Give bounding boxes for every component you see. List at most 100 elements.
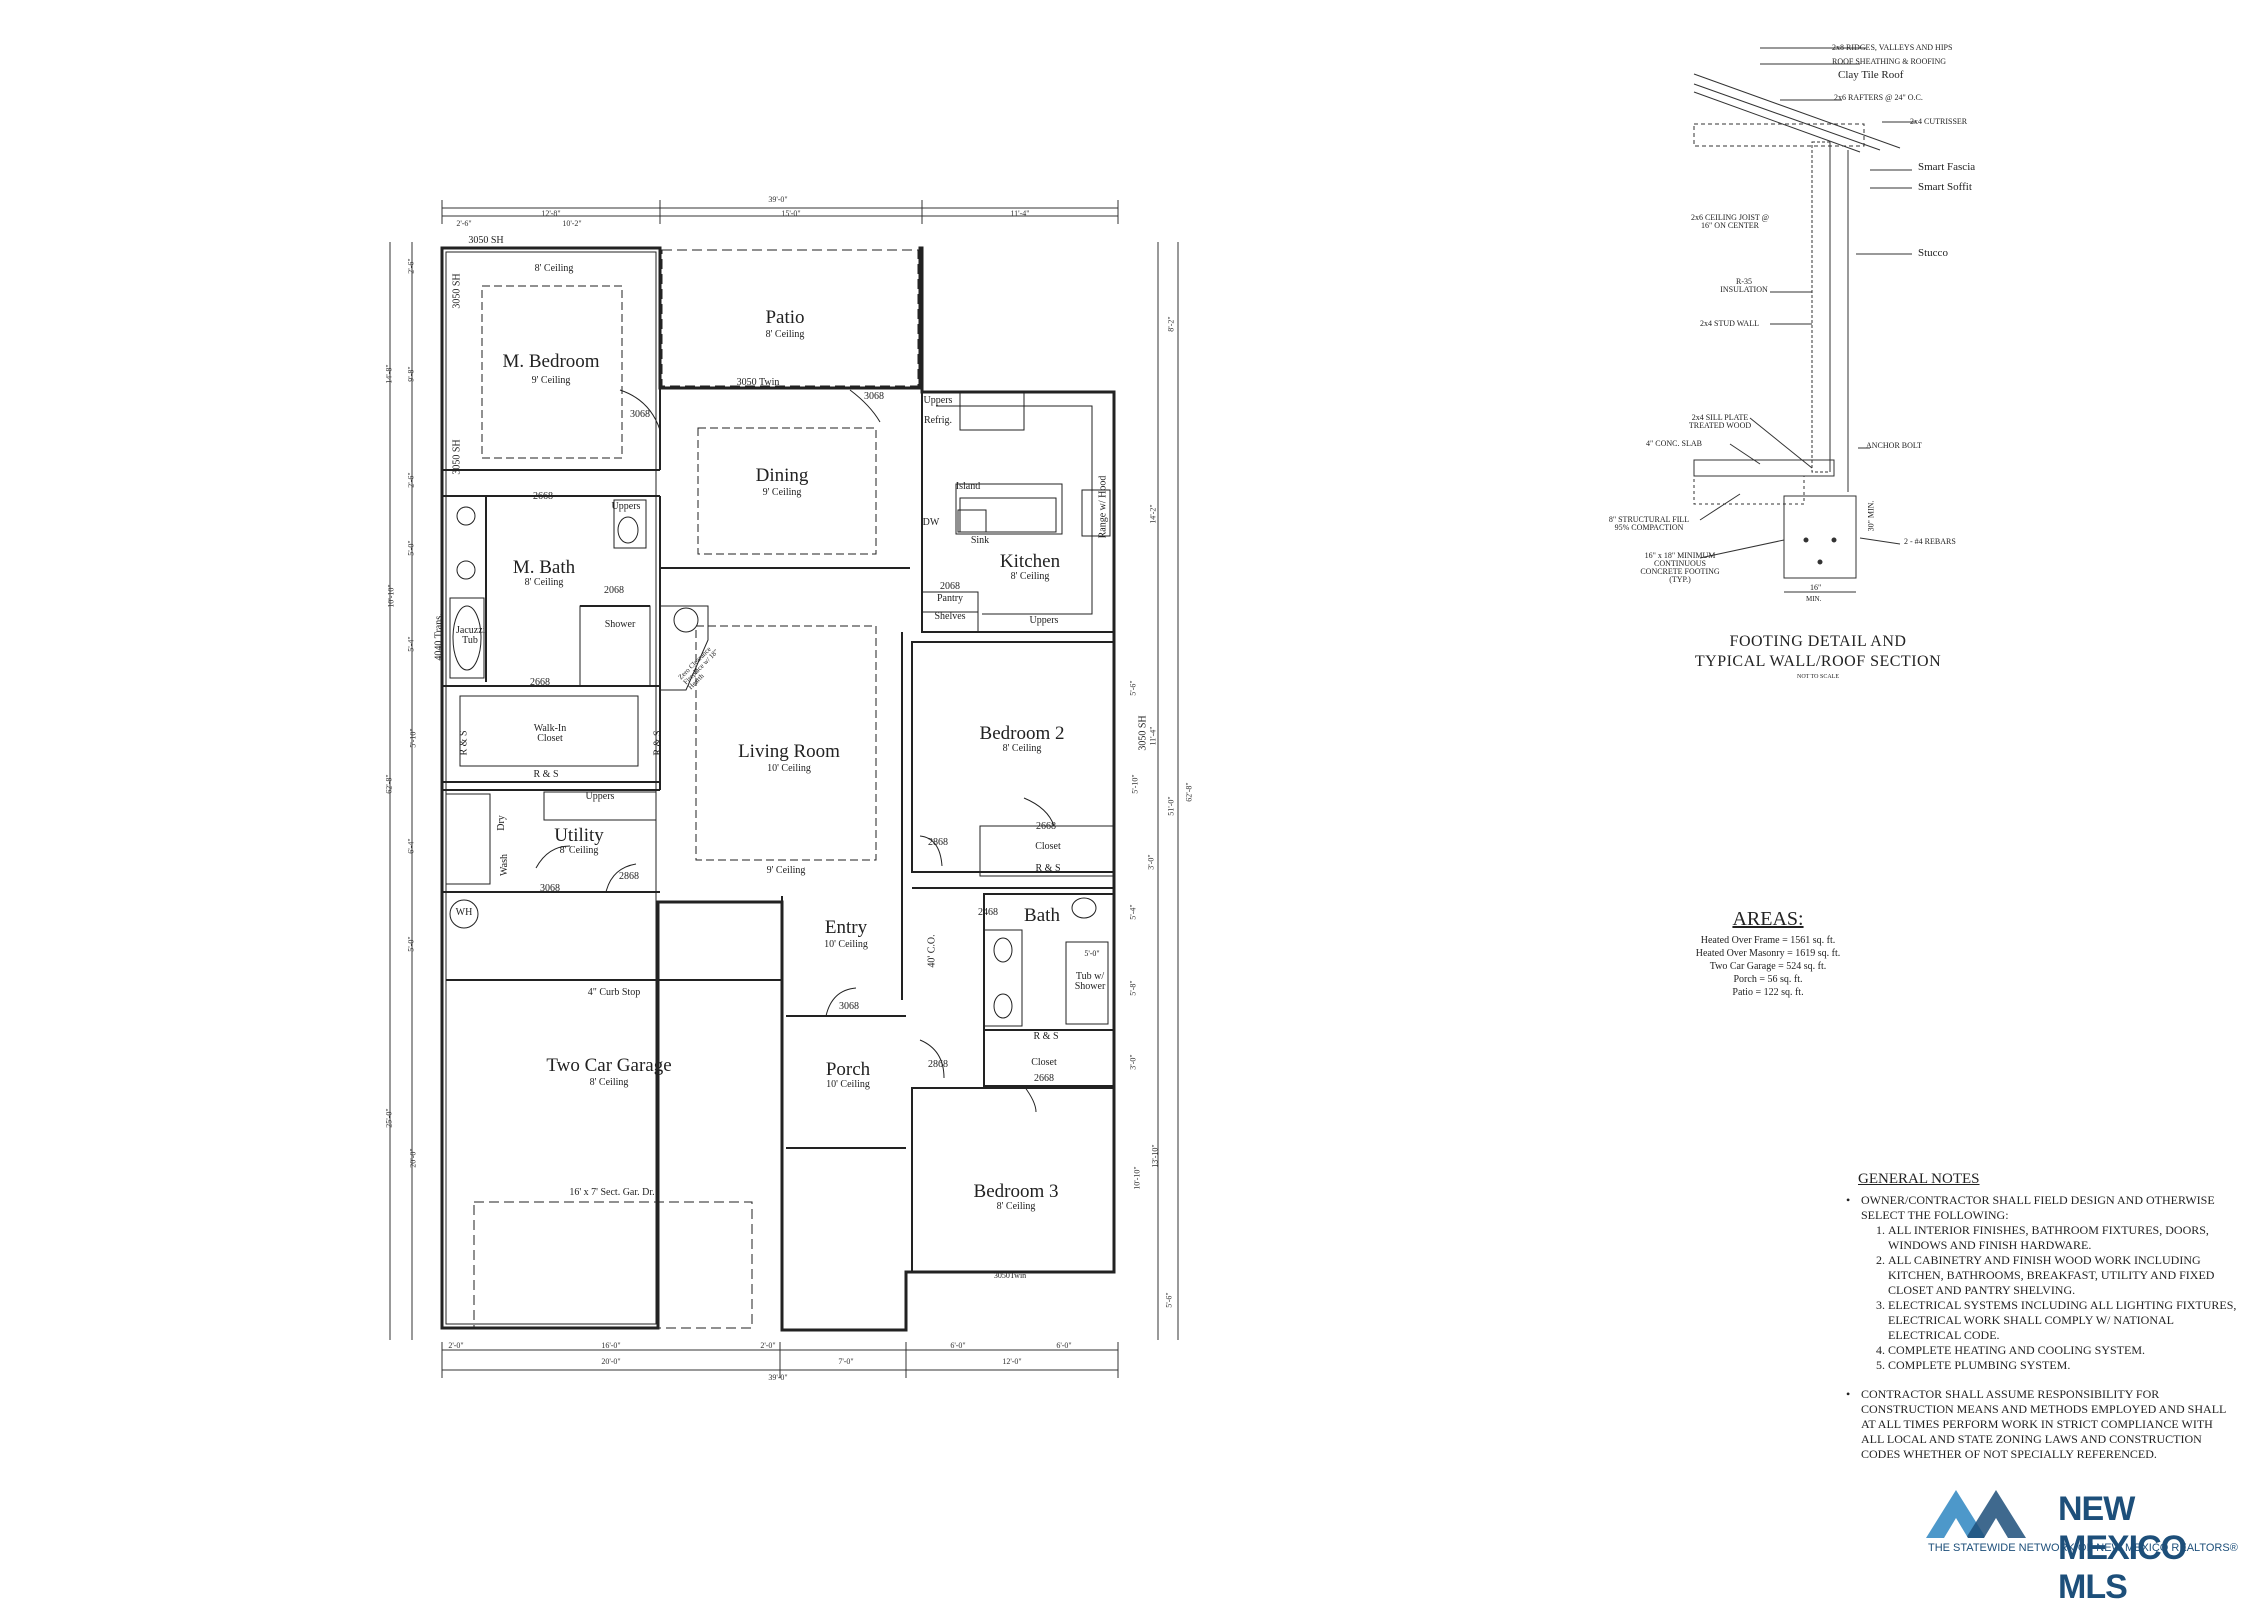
label-window-top: 3050 SH [468,235,504,246]
overall-width-top: 39'-0" [768,195,788,204]
callout-cutrisser: 2x4 CUTRISSER [1910,117,1968,126]
note-item: ALL INTERIOR FINISHES, BATHROOM FIXTURES… [1888,1223,2238,1253]
detail-title-line-1: FOOTING DETAIL AND [1729,633,1907,650]
notes-closing: CONTRACTOR SHALL ASSUME RESPONSIBILITY F… [1861,1387,2226,1461]
dim-left-12: 25'-0" [384,1108,394,1128]
label-living-9ceil: 9' Ceiling [766,865,806,876]
label-bath-door: 2468 [978,907,998,918]
label-mbed-8ceil: 8' Ceiling [534,263,574,274]
floor-plan-drawing [389,47,1916,1378]
label-closet-3-door: 2668 [1034,1073,1054,1084]
dim-bottom-2: 16'-0" [601,1341,621,1350]
dim-right-8: 3'-0" [1146,854,1156,870]
dim-left-1: 2'-6" [406,258,416,274]
dim-top-2: 15'-0" [781,209,801,218]
label-uppers-kitchen-2: Uppers [1029,615,1059,626]
bullet-icon: • [1846,1387,1851,1401]
dim-left-5: 5'-0" [406,540,416,556]
room-garage: Two Car Garage [546,1055,672,1076]
dim-top-1: 12'-8" [541,209,561,218]
room-dining: Dining [755,465,809,486]
dim-left-6: 10'-10" [386,584,396,608]
room-porch: Porch [825,1059,871,1080]
area-row: Heated Over Masonry = 1619 sq. ft. [1695,948,1841,959]
label-wash: Wash [498,854,510,876]
label-water-heater: WH [455,907,473,918]
notes-heading: GENERAL NOTES [1858,1171,1980,1187]
label-door-3068-d: 3068 [839,1001,859,1012]
room-kitchen: Kitchen [999,551,1061,572]
room-entry: Entry [824,917,868,938]
callout-slab: 4" CONC. SLAB [1646,439,1702,448]
dim-bottom-6: 12'-0" [1002,1357,1022,1366]
label-sink: Sink [970,535,990,546]
room-bedroom-3: Bedroom 3 [973,1181,1059,1202]
label-jacuzzi: Jacuzzi Tub [456,625,486,646]
room-bedroom-3-ceiling: 8' Ceiling [996,1201,1036,1212]
label-uppers-kitchen: Uppers [923,395,953,406]
label-co: 40' C.O. [926,934,938,968]
area-row: Patio = 122 sq. ft. [1732,987,1804,998]
room-master-bedroom: M. Bedroom [502,351,600,372]
callout-anchor-bolt: ANCHOR BOLT [1866,441,1922,450]
dim-bottom-4: 20'-0" [601,1357,621,1366]
callout-footing: 16" x 18" MINIMUM CONTINUOUS CONCRETE FO… [1640,551,1720,584]
label-patio-door: 3050 Twin [736,377,780,388]
callout-structural-fill: 8" STRUCTURAL FILL 95% COMPACTION [1608,515,1690,532]
label-shower-door: 2068 [604,585,624,596]
label-curb: 4" Curb Stop [587,987,641,998]
room-utility: Utility [554,825,604,846]
callout-stud-wall: 2x4 STUD WALL [1700,319,1759,328]
bullet-icon: • [1846,1193,1851,1207]
note-item: ALL CABINETRY AND FINISH WOOD WORK INCLU… [1888,1253,2238,1298]
room-entry-ceiling: 10' Ceiling [824,939,868,950]
dim-top-5: 10'-2" [562,219,582,228]
callout-sill-plate: 2x4 SILL PLATE TREATED WOOD [1688,413,1752,430]
callout-insulation: R-35 INSULATION [1720,277,1768,294]
room-patio-ceiling: 8' Ceiling [765,329,805,340]
dim-right-3: 11'-4" [1148,726,1158,746]
label-tub-dim: 5'-0" [1084,949,1100,958]
label-mbath-door: 2668 [533,491,553,502]
note-item: COMPLETE PLUMBING SYSTEM. [1888,1358,2238,1373]
dim-bottom-7: 6'-0" [950,1341,966,1350]
dim-right-13: 10'-10" [1132,1166,1142,1190]
callout-stucco: Stucco [1918,247,1948,259]
label-door-3068-b: 3068 [864,391,884,402]
detail-title: FOOTING DETAIL AND TYPICAL WALL/ROOF SEC… [1638,632,1998,672]
label-tub-shower: Tub w/ Shower [1074,971,1106,992]
dim-right-9: 5'-4" [1128,904,1138,920]
dim-right-10: 5'-8" [1128,980,1138,996]
label-pantry-door: 2068 [940,581,960,592]
label-closet-2-door: 2668 [1036,821,1056,832]
label-bed3-door: 2868 [928,1059,948,1070]
label-utility-door: 2868 [619,871,639,882]
dim-right-12: 13'-10" [1150,1144,1160,1168]
mls-tagline: THE STATEWIDE NETWORK OF NEW MEXICO REAL… [1928,1542,2238,1554]
callout-ceiling-joist: 2x6 CEILING JOIST @ 16" ON CENTER [1690,213,1770,230]
label-bed2-door: 2868 [928,837,948,848]
label-door-3068-a: 3068 [630,409,650,420]
label-island: Island [955,481,981,492]
dim-right-11: 3'-0" [1128,1054,1138,1070]
label-shelves: Shelves [934,611,966,622]
label-rs-2: R & S [652,730,664,756]
dim-right-6: 62'-8" [1184,782,1194,802]
label-dw: DW [922,517,940,528]
notes-closing-block: • CONTRACTOR SHALL ASSUME RESPONSIBILITY… [1846,1387,2238,1462]
room-garage-ceiling: 8' Ceiling [589,1077,629,1088]
dim-right-14: 5'-6" [1164,1292,1174,1308]
detail-title-line-2: TYPICAL WALL/ROOF SECTION [1694,653,1942,670]
callout-ridges: 2x8 RIDGES, VALLEYS AND HIPS [1832,43,1953,52]
label-shower: Shower [604,619,636,630]
label-rs-5: R & S [1033,1031,1059,1042]
notes-list: ALL INTERIOR FINISHES, BATHROOM FIXTURES… [1888,1223,2238,1373]
label-closet-3: Closet [1031,1057,1057,1068]
room-master-bath: M. Bath [512,557,576,578]
label-window-side-2: 3050 SH [451,439,463,475]
label-utility-uppers: Uppers [585,791,615,802]
label-closet-door: 2668 [530,677,550,688]
dim-right-5: 51'-0" [1166,796,1176,816]
floor-plan-sheet: 39'-0" 12'-8" 15'-0" 11'-4" 2'-6" 10'-2"… [0,0,2242,1558]
callout-soffit: Smart Soffit [1918,181,1972,193]
